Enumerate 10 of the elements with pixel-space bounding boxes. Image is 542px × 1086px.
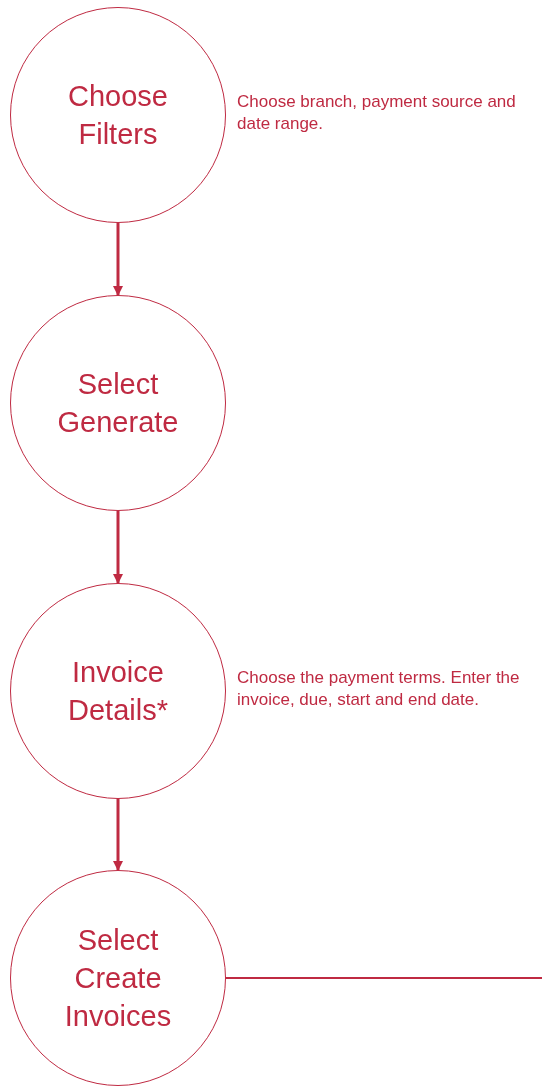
step-description: Choose the payment terms. Enter the invoice, due, start and end date. bbox=[237, 667, 521, 711]
step-label: Choose Filters bbox=[67, 79, 169, 152]
arrow bbox=[113, 223, 123, 296]
step-description: Choose branch, payment source and date range. bbox=[237, 91, 517, 135]
arrow bbox=[113, 799, 123, 871]
arrow bbox=[113, 511, 123, 584]
step-label: Invoice Details* bbox=[67, 655, 169, 728]
connector-line bbox=[225, 977, 542, 979]
step-label: Select Generate bbox=[56, 367, 180, 440]
step-label: Select Create Invoices bbox=[63, 923, 173, 1034]
